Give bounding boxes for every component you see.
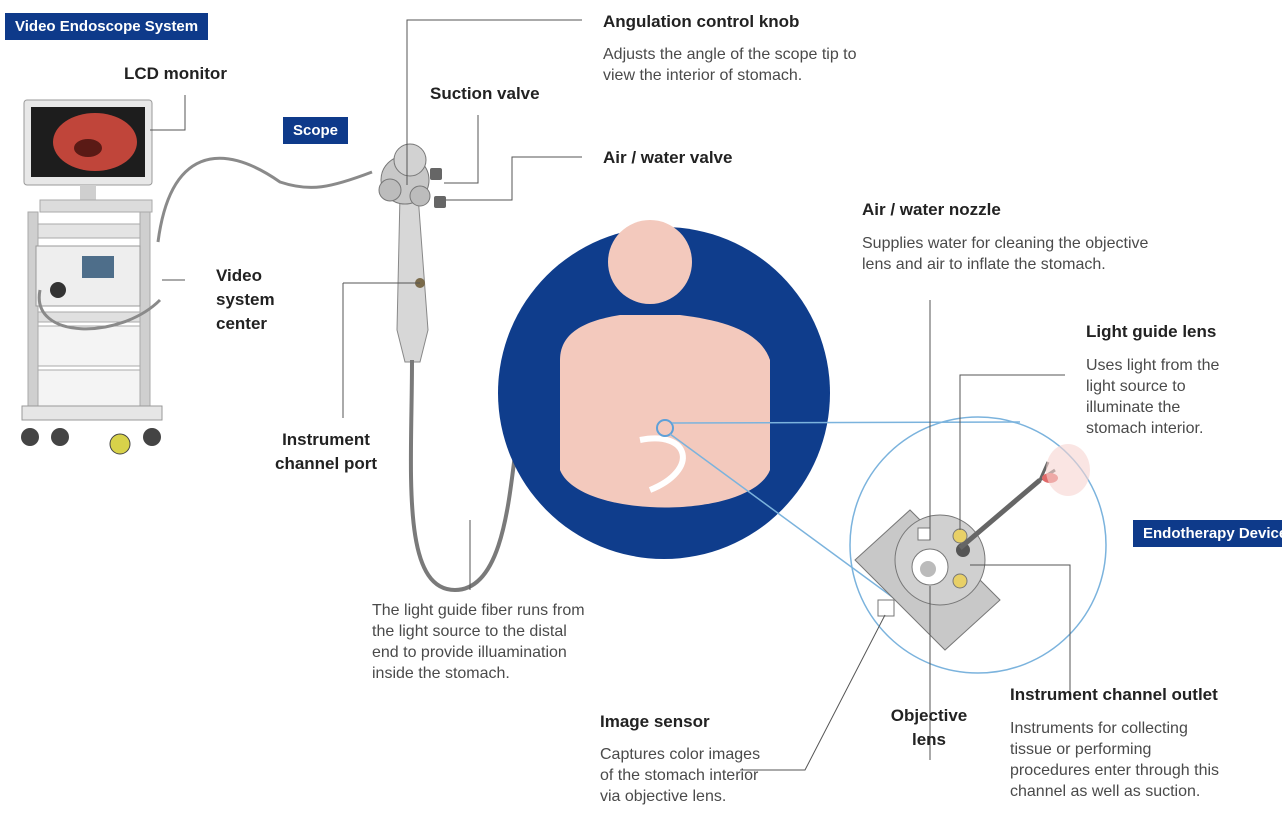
desc-light-guide-line-2: light source to — [1086, 376, 1219, 397]
patient-illustration — [498, 220, 830, 559]
scope-tip-closeup — [855, 444, 1090, 650]
label-image-sensor: Image sensor — [600, 710, 710, 734]
desc-fiber-line-1: The light guide fiber runs from — [372, 600, 585, 621]
desc-light-guide-line-3: illuminate the — [1086, 397, 1219, 418]
label-air-water-valve: Air / water valve — [603, 146, 732, 170]
label-objective-line-2: lens — [862, 728, 996, 752]
desc-angulation-line-1: Adjusts the angle of the scope tip to — [603, 44, 857, 65]
desc-nozzle-line-1: Supplies water for cleaning the objectiv… — [862, 233, 1148, 254]
label-instrument-port-line-2: channel port — [258, 452, 394, 476]
label-instrument-channel-outlet: Instrument channel outlet — [1010, 683, 1218, 707]
desc-outlet-line-1: Instruments for collecting — [1010, 718, 1219, 739]
label-video-system-center-line-2: system — [216, 288, 275, 312]
desc-light-guide-line-1: Uses light from the — [1086, 355, 1219, 376]
desc-light-guide-line-4: stomach interior. — [1086, 418, 1219, 439]
label-suction-valve: Suction valve — [430, 82, 540, 106]
desc-fiber-line-2: the light source to the distal — [372, 621, 585, 642]
badge-scope: Scope — [283, 117, 348, 144]
badge-video-endoscope-system: Video Endoscope System — [5, 13, 208, 40]
desc-sensor-line-3: via objective lens. — [600, 786, 760, 807]
label-video-system-center-line-1: Video — [216, 264, 275, 288]
label-light-guide-lens: Light guide lens — [1086, 320, 1216, 344]
label-objective-lens: Objective lens — [862, 704, 996, 752]
label-objective-line-1: Objective — [862, 704, 996, 728]
badge-endotherapy-devices: Endotherapy Devices — [1133, 520, 1282, 547]
endoscopy-cart — [21, 100, 162, 454]
desc-sensor-line-2: of the stomach interior — [600, 765, 760, 786]
desc-outlet-line-4: channel as well as suction. — [1010, 781, 1219, 802]
desc-outlet-line-2: tissue or performing — [1010, 739, 1219, 760]
desc-sensor-line-1: Captures color images — [600, 744, 760, 765]
desc-image-sensor: Captures color images of the stomach int… — [600, 744, 760, 807]
desc-fiber-line-3: end to provide illuamination — [372, 642, 585, 663]
desc-angulation-line-2: view the interior of stomach. — [603, 65, 857, 86]
desc-nozzle-line-2: lens and air to inflate the stomach. — [862, 254, 1148, 275]
label-air-water-nozzle: Air / water nozzle — [862, 198, 1001, 222]
label-angulation-control-knob: Angulation control knob — [603, 10, 799, 34]
label-lcd-monitor: LCD monitor — [124, 62, 227, 86]
desc-outlet-line-3: procedures enter through this — [1010, 760, 1219, 781]
desc-light-guide-lens: Uses light from the light source to illu… — [1086, 355, 1219, 439]
desc-air-water-nozzle: Supplies water for cleaning the objectiv… — [862, 233, 1148, 275]
desc-angulation-control-knob: Adjusts the angle of the scope tip to vi… — [603, 44, 857, 86]
scope-handle — [379, 144, 446, 362]
label-video-system-center-line-3: center — [216, 312, 275, 336]
label-instrument-port-line-1: Instrument — [258, 428, 394, 452]
desc-light-guide-fiber: The light guide fiber runs from the ligh… — [372, 600, 585, 684]
desc-instrument-channel-outlet: Instruments for collecting tissue or per… — [1010, 718, 1219, 802]
label-video-system-center: Video system center — [216, 264, 275, 336]
label-instrument-channel-port: Instrument channel port — [258, 428, 394, 476]
desc-fiber-line-4: inside the stomach. — [372, 663, 585, 684]
